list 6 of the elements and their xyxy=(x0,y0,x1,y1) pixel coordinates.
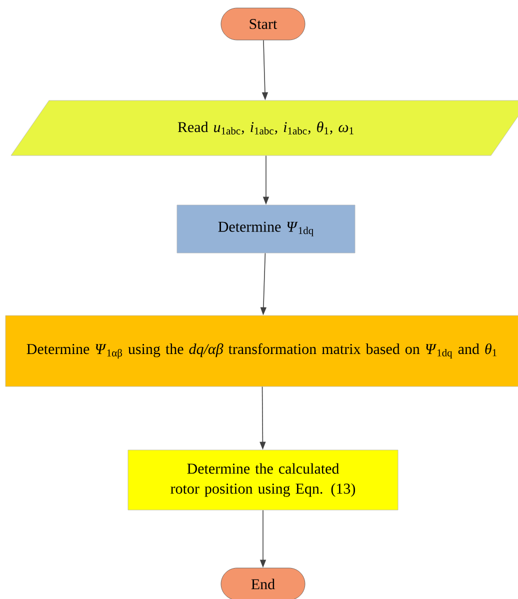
process-box: Determine the calculated rotor position using Eqn. (13) xyxy=(128,450,398,510)
process-box: Determine Ψ$_{1dq}$ xyxy=(176,204,356,254)
process-box: Determine Ψ$_{1αβ}$ using the dq/αβ transformation matrix based on Ψ$_{1dq}$ and θ$_{1}$ xyxy=(5,315,518,387)
end-terminal: End xyxy=(220,568,306,599)
input-parallelogram: Read u$_{1abc}$, i$_{1abc}$, i$_{1abc}$, θ$_{1}$, ω$_{1}$ xyxy=(10,100,518,156)
start-terminal: Start xyxy=(220,8,306,40)
